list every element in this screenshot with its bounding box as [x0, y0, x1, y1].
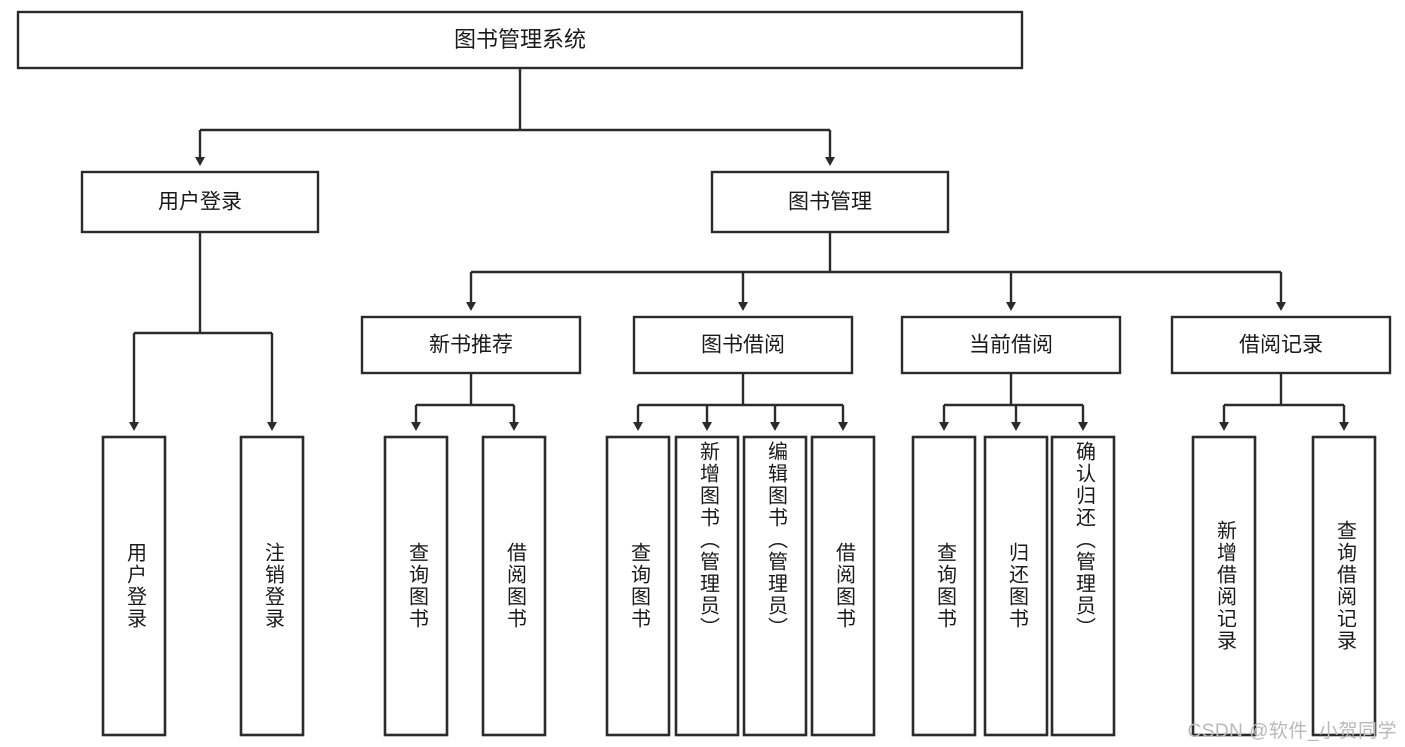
leaf-box-cb-query-book[interactable]: [911, 435, 977, 737]
leaf-box-br-add-record[interactable]: [1191, 435, 1257, 737]
node-new-book-recommend[interactable]: 新书推荐: [360, 315, 582, 375]
node-user-login[interactable]: 用户登录: [80, 170, 320, 234]
leaf-box-cb-confirm-return[interactable]: [1050, 435, 1116, 737]
node-root-label: 图书管理系统: [454, 27, 586, 52]
leaf-box-logout[interactable]: [239, 435, 305, 737]
node-current-borrow-box: [900, 315, 1122, 375]
node-current-borrow-label: 当前借阅: [969, 334, 1053, 357]
leaf-box-nb-borrow-book[interactable]: [481, 435, 547, 737]
leaf-box-user-login[interactable]: [101, 435, 167, 737]
leaf-box-bb-edit-book[interactable]: [742, 435, 808, 737]
node-book-management-box: [710, 170, 950, 234]
node-book-borrow-label: 图书借阅: [701, 334, 785, 357]
leaf-box-bb-borrow-book[interactable]: [810, 435, 876, 737]
node-book-borrow-box: [632, 315, 854, 375]
node-new-book-recommend-label: 新书推荐: [429, 334, 513, 357]
node-user-login-label: 用户登录: [158, 191, 242, 214]
node-borrow-record[interactable]: 借阅记录: [1170, 315, 1392, 375]
node-book-borrow[interactable]: 图书借阅: [632, 315, 854, 375]
leaf-box-bb-add-book[interactable]: [674, 435, 740, 737]
csdn-watermark: CSDN @软件_小贺同学: [1187, 721, 1397, 742]
leaf-box-bb-query-book[interactable]: [605, 435, 671, 737]
node-borrow-record-box: [1170, 315, 1392, 375]
node-new-book-recommend-box: [360, 315, 582, 375]
node-borrow-record-label: 借阅记录: [1239, 334, 1323, 357]
node-book-management-label: 图书管理: [788, 191, 872, 214]
node-root-box: [16, 10, 1024, 70]
node-root[interactable]: 图书管理系统: [16, 10, 1024, 70]
leaf-box-nb-query-book[interactable]: [383, 435, 449, 737]
leaf-box-cb-return-book[interactable]: [983, 435, 1049, 737]
leaf-box-br-query-record[interactable]: [1311, 435, 1377, 737]
node-book-management[interactable]: 图书管理: [710, 170, 950, 234]
node-current-borrow[interactable]: 当前借阅: [900, 315, 1122, 375]
